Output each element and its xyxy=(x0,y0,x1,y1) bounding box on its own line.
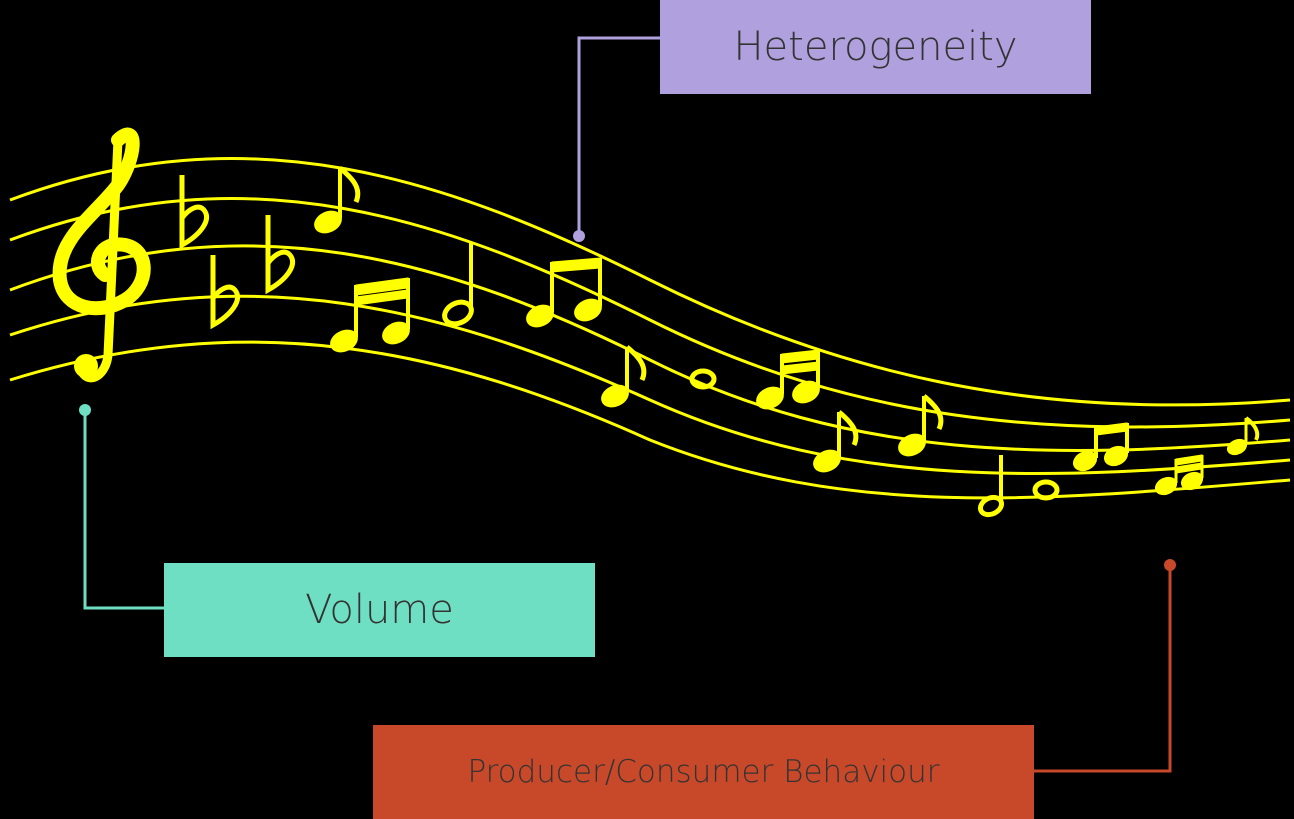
music-note-icon xyxy=(813,410,859,473)
music-note-icon xyxy=(898,394,944,457)
music-note-icon xyxy=(526,257,602,328)
music-note-icon xyxy=(1154,454,1204,496)
staff-line-5 xyxy=(9,340,1291,500)
music-note-icon xyxy=(330,277,410,353)
staff-line-1 xyxy=(9,157,1291,407)
volume-connector xyxy=(79,404,164,610)
producer-consumer-connector xyxy=(1034,559,1176,773)
music-note-icon xyxy=(689,368,717,390)
staff-line-2 xyxy=(9,197,1291,429)
music-note-icon xyxy=(314,166,361,234)
treble-clef-icon xyxy=(52,127,151,383)
flat-sign-icon xyxy=(179,175,209,250)
volume-label: Volume xyxy=(305,587,454,633)
producer-consumer-label: Producer/Consumer Behaviour xyxy=(467,754,940,790)
music-note-icon xyxy=(1072,422,1129,472)
heterogeneity-label: Heterogeneity xyxy=(733,24,1018,70)
flat-sign-icon xyxy=(210,255,240,330)
music-note-icon xyxy=(1226,416,1260,456)
music-note-icon xyxy=(756,349,820,410)
staff-lines xyxy=(9,157,1291,500)
volume-label-box: Volume xyxy=(164,563,595,657)
staff-line-3 xyxy=(9,244,1291,452)
flat-signs xyxy=(179,175,295,330)
producer-consumer-label-box: Producer/Consumer Behaviour xyxy=(373,725,1034,819)
music-note-icon xyxy=(442,242,474,327)
flat-sign-icon xyxy=(265,215,295,295)
music-note-icon xyxy=(977,455,1005,518)
heterogeneity-connector xyxy=(573,36,660,242)
music-note-icon xyxy=(601,345,647,408)
music-note-icon xyxy=(1032,479,1060,501)
staff-line-4 xyxy=(9,294,1291,476)
music-notes xyxy=(314,166,1260,518)
heterogeneity-label-box: Heterogeneity xyxy=(660,0,1091,94)
